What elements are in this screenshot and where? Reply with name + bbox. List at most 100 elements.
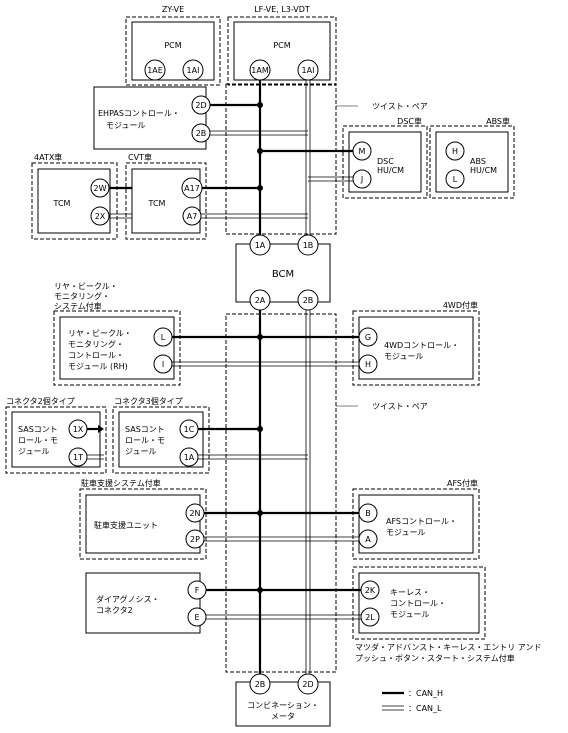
legend-can-l-label: ：CAN_L — [408, 704, 442, 713]
twist-pair-label-lower: ツイスト・ペア — [372, 402, 428, 411]
twist-pair-label-upper: ツイスト・ペア — [372, 102, 428, 111]
svg-text:2L: 2L — [365, 613, 375, 622]
pin-ehpas-2d: 2D — [191, 95, 211, 115]
svg-text:2N: 2N — [189, 509, 200, 518]
svg-text:H: H — [452, 147, 458, 156]
pin-abs-l: L — [445, 169, 465, 189]
tcm-4atx-label: TCM — [53, 199, 71, 208]
svg-text:2D: 2D — [195, 101, 206, 110]
svg-text:1AI: 1AI — [302, 66, 315, 75]
pin-sas-conn3-1c: 1C — [179, 419, 199, 439]
pin-meter-2d: 2D — [297, 673, 319, 695]
keyless-label-2: コントロール・ — [390, 599, 446, 608]
pin-tcm-cvt-a17: A17 — [181, 177, 203, 199]
pin-dlc-f: F — [187, 580, 207, 600]
can-h-sas-conn2-arrowhead — [98, 425, 104, 433]
parking-assist-unit-box — [85, 494, 201, 554]
sas-conn2-label-3: ジュール — [18, 447, 49, 456]
pin-sas-conn3-1a: 1A — [179, 447, 199, 467]
junction-dot — [257, 510, 263, 516]
4wd-module-box — [358, 316, 474, 380]
pcm-lf-ve-label: PCM — [273, 41, 290, 50]
svg-text:L: L — [161, 333, 166, 342]
junction-dot — [257, 334, 263, 340]
meter-label-2: メータ — [271, 712, 295, 721]
pin-ehpas-2b: 2B — [191, 123, 211, 143]
pin-meter-2b: 2B — [249, 673, 271, 695]
group-label-parking: 駐車支援システム付車 — [81, 478, 161, 488]
svg-text:A7: A7 — [187, 212, 198, 221]
svg-text:L: L — [453, 175, 458, 184]
keyless-label-1: キーレス・ — [390, 588, 430, 597]
pin-bcm-1a: 1A — [249, 234, 271, 256]
svg-text:1AI: 1AI — [187, 66, 200, 75]
pin-abs-h: H — [445, 141, 465, 161]
svg-text:2W: 2W — [94, 184, 107, 193]
parking-unit-label: 駐車支援ユニット — [94, 520, 158, 530]
group-frame-abs — [429, 125, 515, 199]
junction-dot — [257, 587, 263, 593]
pin-tcm-4atx-2x: 2X — [90, 206, 110, 226]
dsc-label-2: HU/CM — [377, 166, 404, 175]
group-frame-parking — [79, 488, 207, 560]
svg-text:A17: A17 — [184, 184, 200, 193]
group-label-dsc: DSC車 — [397, 116, 422, 126]
junction-dot — [257, 426, 263, 432]
sas-conn3-label-1: SASコント — [125, 425, 165, 434]
afs-module-box — [358, 494, 474, 554]
svg-text:M: M — [359, 147, 366, 156]
pin-bcm-1b: 1B — [297, 234, 319, 256]
dlc-label-2: コネクタ2 — [96, 606, 133, 615]
svg-text:2B: 2B — [303, 296, 314, 305]
group-label-zy-ve: ZY-VE — [162, 5, 184, 14]
group-label-rear-monitor-1: リヤ・ビークル・ — [54, 282, 118, 291]
keyless-module-box — [358, 572, 480, 634]
pin-afs-b: B — [358, 503, 378, 523]
group-label-4atx: 4ATX車 — [34, 152, 62, 162]
svg-text:B: B — [365, 509, 371, 518]
ehpas-label-2: モジュール — [106, 121, 145, 130]
group-frame-cvt — [125, 162, 207, 240]
pin-sas-conn2-1t: 1T — [68, 447, 88, 467]
pin-dlc-e: E — [187, 607, 207, 627]
sas-conn3-label-2: ロール・モ — [125, 436, 165, 445]
group-label-keyless-1: マツダ・アドバンスト・キーレス・エントリ アンド — [355, 642, 541, 652]
pin-pcm-zy-1ai: 1AI — [182, 59, 204, 81]
pin-keyless-2k: 2K — [360, 580, 380, 600]
dlc-label-1: ダイアグノシス・ — [96, 594, 159, 604]
rvm-label-1: リヤ・ビークル・ — [68, 329, 132, 338]
diagnosis-connector-box — [85, 572, 201, 634]
pin-keyless-2l: 2L — [360, 607, 380, 627]
pin-rvm-i: I — [153, 354, 173, 374]
group-label-rear-monitor-2: モニタリング・ — [54, 291, 110, 301]
pin-tcm-cvt-a7: A7 — [182, 206, 202, 226]
abs-label-2: HU/CM — [470, 166, 497, 175]
svg-text:1C: 1C — [184, 425, 195, 434]
group-frame-4wd — [352, 310, 480, 386]
abs-label-1: ABS — [470, 157, 486, 166]
svg-text:2K: 2K — [365, 586, 376, 595]
group-frame-lf-ve — [227, 16, 337, 86]
4wd-label-2: モジュール — [384, 352, 423, 361]
rvm-label-2: モニタリング・ — [68, 339, 124, 349]
sas-conn2-label-1: SASコント — [18, 425, 58, 434]
svg-text:H: H — [365, 360, 371, 369]
group-label-afs: AFS付車 — [447, 478, 478, 488]
svg-text:1A: 1A — [184, 453, 195, 462]
svg-text:2B: 2B — [196, 129, 207, 138]
group-frame-conn2 — [5, 406, 107, 474]
svg-text:2P: 2P — [190, 535, 200, 544]
twist-pair-frame-upper — [225, 83, 337, 235]
rvm-label-3: コントロール・ — [68, 351, 124, 360]
ehpas-module-box — [93, 86, 207, 150]
pin-pcm-lf-1ai: 1AI — [297, 59, 319, 81]
keyless-label-3: モジュール — [390, 610, 429, 619]
group-label-abs: ABS車 — [486, 116, 510, 126]
svg-text:1AM: 1AM — [251, 66, 269, 75]
group-frame-afs — [352, 488, 480, 560]
group-label-lf-ve: LF-VE, L3-VDT — [254, 5, 310, 14]
afs-label-2: モジュール — [386, 528, 425, 537]
rvm-label-4: モジュール (RH) — [68, 362, 128, 371]
pin-afs-a: A — [358, 529, 378, 549]
